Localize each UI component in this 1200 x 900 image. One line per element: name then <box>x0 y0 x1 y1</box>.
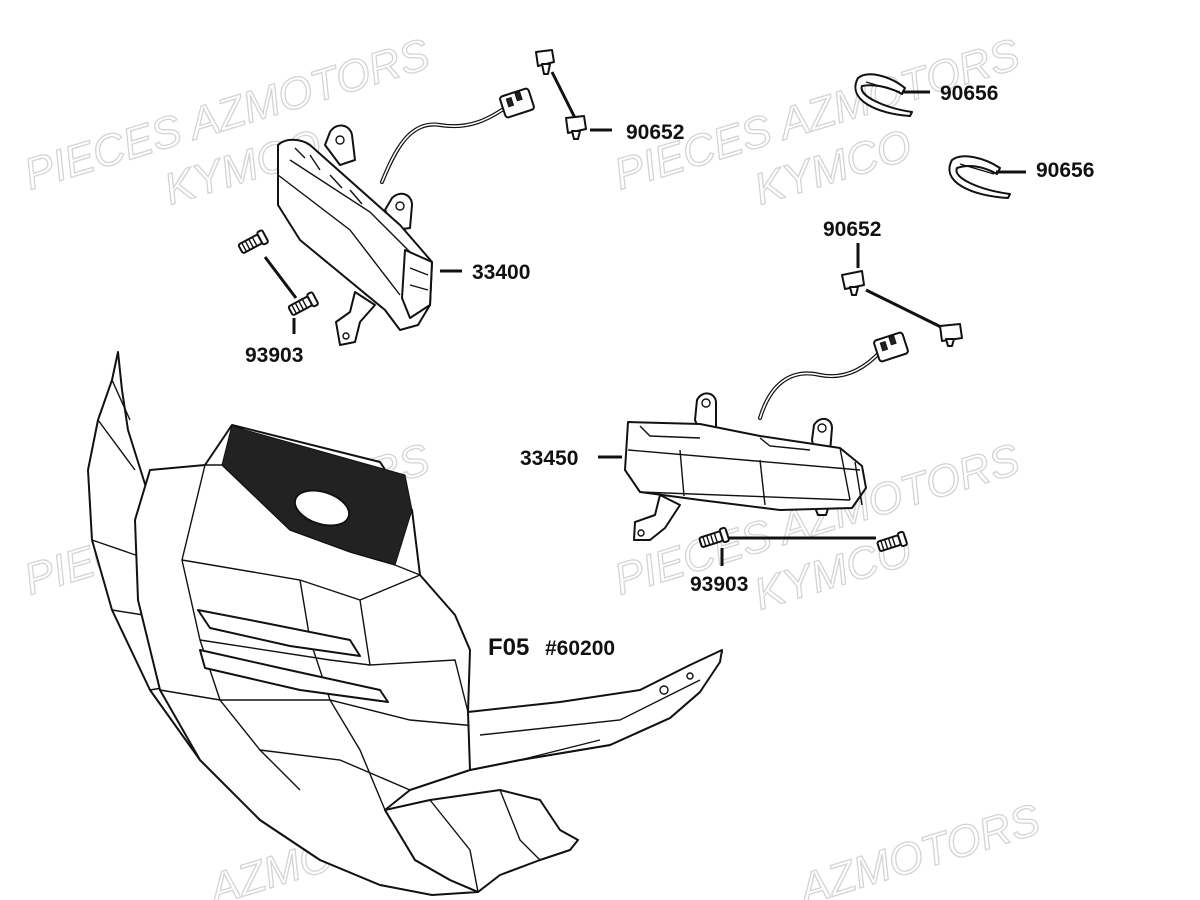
label-f05-ref: #60200 <box>545 637 615 660</box>
label-90656-lower: 90656 <box>1036 159 1094 182</box>
top-clip-set <box>535 49 612 140</box>
left-screw-upper <box>237 229 269 254</box>
cable-tie-upper <box>854 73 930 117</box>
left-wire-connector <box>499 87 535 119</box>
left-turn-light-assembly <box>277 87 535 346</box>
right-wire-connector <box>873 331 909 363</box>
right-screw-set <box>698 526 908 566</box>
left-screw-lower <box>287 291 319 316</box>
label-90656-upper: 90656 <box>940 82 998 105</box>
right-clip-set <box>841 243 963 347</box>
left-screw-set <box>237 229 319 334</box>
front-cover-panel <box>87 351 723 896</box>
clip-right-lower <box>939 323 963 347</box>
clip-top-upper <box>535 49 555 75</box>
watermark-10: AZMOTORS <box>791 795 1046 900</box>
label-93903-left: 93903 <box>245 344 303 367</box>
label-93903-right: 93903 <box>690 573 748 596</box>
label-90652-top: 90652 <box>626 121 684 144</box>
label-33400: 33400 <box>472 261 530 284</box>
cable-tie-lower <box>948 155 1026 199</box>
label-f05: F05 <box>488 634 529 661</box>
right-screw-right <box>876 530 908 552</box>
label-33450: 33450 <box>520 447 578 470</box>
clip-right-upper <box>841 270 865 296</box>
label-90652-right: 90652 <box>823 218 881 241</box>
clip-top-lower <box>565 115 587 140</box>
callout-labels: 90652 33400 93903 90656 90656 90652 3345… <box>245 82 1094 661</box>
right-screw-left <box>698 526 730 548</box>
right-turn-light-assembly <box>624 331 909 541</box>
